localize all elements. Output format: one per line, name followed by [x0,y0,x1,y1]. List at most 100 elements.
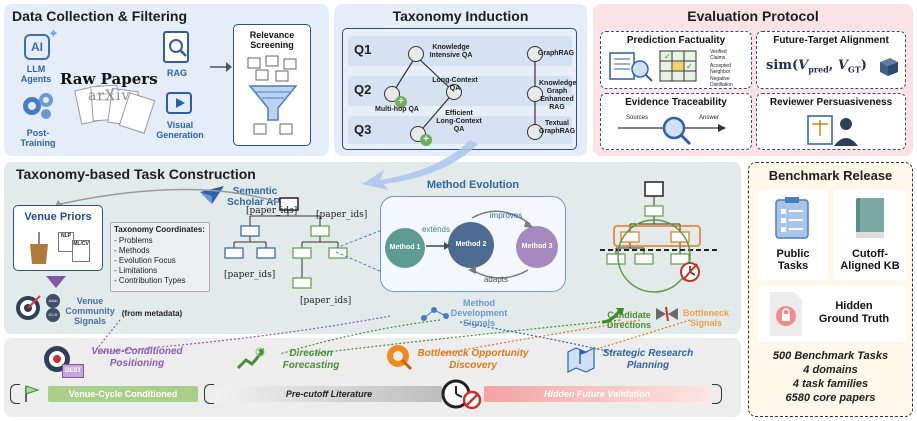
stat-line: 4 domains [803,364,858,376]
bottleneck-opportunity-discovery: Bottleneck Opportunity Discovery [417,348,529,371]
task-construction-title: Taxonomy-based Task Construction [16,166,256,182]
flow-arrow [362,140,478,190]
svg-text:✓: ✓ [686,62,693,71]
coord-item: - Limitations [114,266,158,275]
multi-hop-qa: Multi-hop QA [375,106,419,113]
data-collection-title: Data Collection & Filtering [12,8,188,24]
visual-generation-label: Visual Generation [156,120,204,140]
formula-prefix: sim( [766,58,799,73]
coord-item: - Methods [114,246,150,255]
pre-cutoff-label: Pre-cutoff Literature [285,389,373,399]
dev-signals-icon [421,307,449,321]
rag-label: RAG [167,68,187,78]
clock-forbidden-icon [441,379,482,410]
paper-ids-label: [paper_ids] [224,270,276,280]
coord-item: - Evolution Focus [114,256,176,265]
formula-v1: V [798,58,809,73]
taxonomy-coordinates-title: Taxonomy Coordinates: [114,225,205,234]
taxonomy-coordinates-box [110,222,210,292]
plus-icon: + [420,134,432,146]
timeline-bracket-left [10,384,20,404]
q2-label: Q2 [354,82,372,97]
q1-label: Q1 [354,42,372,57]
iclr-label: ICLR [48,312,58,317]
kg-enhanced-rag: Knowledge Graph Enhanced RAG [539,80,577,111]
formula-v2: V [837,58,848,73]
prediction-factuality-label: Prediction Factuality [626,35,726,46]
relevance-screening-label: Relevance Screening [249,30,295,50]
venue-priors-label: Venue Priors [24,211,92,223]
taxonomy-node [527,124,543,140]
funnel-icon [247,55,298,135]
coord-item: - Contribution Types [114,276,186,285]
direction-forecasting: Direction Forecasting [282,348,340,371]
gear-icon [23,93,53,119]
target-icon [16,295,41,320]
stat-line: 6580 core papers [785,392,876,404]
paper-ids-label: [paper_ids] [246,206,298,216]
textual-graphrag: Textual GraphRAG [539,120,576,135]
nlp-label: NLP [61,233,71,239]
map-flag-icon [567,347,595,373]
strategic-research-planning: Strategic Research Planning [602,348,694,371]
book-icon [856,198,884,238]
similarity-formula: sim(Vpred, VGT) [766,58,867,75]
hidden-ground-truth-label: Hidden Ground Truth [818,300,890,325]
from-metadata: (from metadata) [121,309,183,318]
accepted-neighbor: Accepted Neighbor [710,63,731,75]
candidate-tree [600,181,720,293]
method-evolution-title: Method Evolution [426,179,520,191]
reviewer-icon [807,115,858,146]
taxonomy-node [408,46,424,62]
lock-doc-icon [770,292,802,336]
pre-cutoff-bar: Pre-cutoff Literature [216,386,442,402]
venue-community-signals: Venue Community Signals [65,296,115,326]
aaai-label: AAAI [48,298,58,303]
bottleneck-icon [656,306,678,322]
method1-label: Method 1 [389,244,421,251]
timeline-bracket-right [712,384,722,404]
verified-claims: Verified Claims [710,49,727,61]
semantic-scholar-label: Semantic Scholar API [227,186,283,208]
down-arrow [46,276,66,288]
venue-cycle-bar: Venue-Cycle Conditioned [48,386,198,402]
relevance-screening-box [233,24,311,146]
podium-icon [30,232,48,264]
method-development-signals: Method Development Signals [450,298,508,328]
play-icon [166,92,192,114]
formula-comma: , [828,58,838,73]
clipboard-icon [775,197,809,239]
taxonomy-node [527,86,543,102]
paper-ids-label: [paper_ids] [300,296,352,306]
future-target-alignment-label: Future-Target Alignment [773,35,889,46]
post-training-label: Post- Training [20,128,56,148]
target-arrow-icon [44,346,70,372]
evaluation-protocol-title: Evaluation Protocol [687,8,819,24]
taxonomy-node [527,46,543,62]
venue-conditioned-positioning: Venue-Conditioned Positioning [91,346,183,369]
mlcv-doc: ML/CV [72,240,90,262]
knowledge-intensive-qa: Knowledge Intensive QA [429,44,473,59]
method3-node: Method 3 [516,226,558,268]
benchmark-release-title: Benchmark Release [768,168,893,183]
ai-agent-icon: AI [24,34,50,60]
paper-ids-label: [paper_ids] [316,210,368,220]
method1-node: Method 1 [385,228,425,268]
method3-label: Method 3 [521,243,553,250]
bottleneck-gear-icon [387,345,413,371]
trace-magnifier-icon [618,116,726,146]
method2-label: Method 2 [455,241,487,248]
stat-line: 4 task families [792,378,869,390]
efficient-long-context-qa: Efficient Long-Context QA [436,110,482,133]
bottleneck-signals: Bottleneck Signals [682,308,729,328]
flag-icon [25,385,40,402]
venue-cycle-label: Venue-Cycle Conditioned [68,389,178,399]
formula-sub1: pred [808,64,829,75]
extends-label: extends [421,225,451,234]
method-arrows [426,210,534,279]
mlcv-label: ML/CV [73,241,89,247]
graphrag: GraphRAG [537,50,575,57]
cutoff-kb-label: Cutoff- Aligned KB [840,248,900,272]
long-context-qa: Long-Context QA [432,77,478,92]
forecast-icon [236,347,265,370]
